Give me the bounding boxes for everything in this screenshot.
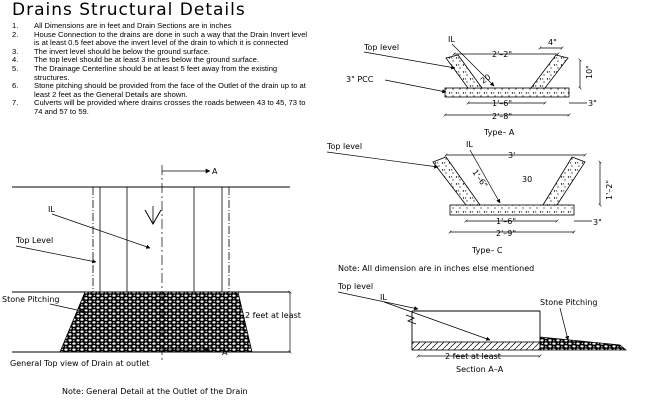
note-number: 3. bbox=[12, 46, 19, 56]
plan-stone-pitching bbox=[59, 291, 253, 353]
note-number: 5. bbox=[12, 63, 19, 73]
note-number: 4. bbox=[12, 55, 19, 65]
type-c-right-wall bbox=[542, 156, 586, 206]
plan-top-level-label: Top Level bbox=[15, 236, 53, 245]
plan-caption: General Top view of Drain at outlet bbox=[10, 359, 149, 368]
type-c-dim-total: 2'–9" bbox=[496, 229, 516, 238]
type-c-dim-top: 3' bbox=[508, 151, 515, 160]
section-top-level-leader bbox=[337, 291, 419, 311]
type-a-pcc-label: 3" PCC bbox=[346, 75, 374, 84]
section-stone-pitching-leader bbox=[559, 307, 570, 341]
note-item: 1. All Dimensions are in feet and Drain S… bbox=[12, 21, 312, 31]
plan-view: A A 2 feet at least IL Top Level Stone P… bbox=[2, 165, 301, 368]
section-caption: Section A–A bbox=[456, 365, 504, 374]
note-item: 2. House Connection to the drains are don… bbox=[12, 29, 312, 48]
inches-note: Note: All dimension are in inches else m… bbox=[338, 264, 534, 273]
note-item: 6. Stone pitching should be provided from… bbox=[12, 81, 312, 99]
type-c-caption: Type– C bbox=[471, 246, 503, 255]
type-c-dim-angle: 30 bbox=[522, 175, 532, 184]
type-c-dim-base: 1'–6" bbox=[496, 217, 516, 226]
drawing-title: Drains Structural Details bbox=[12, 0, 246, 20]
section-il-label: IL bbox=[380, 293, 387, 302]
section-dim-2feet: 2 feet at least bbox=[445, 352, 501, 361]
note-number: 2. bbox=[12, 29, 19, 39]
note-item: 5. The Drainage Centerline should be at l… bbox=[12, 63, 312, 82]
type-a-caption: Type– A bbox=[483, 128, 515, 137]
type-a-section: 2'–2" 4" 10" 20 1'–6" 3" 2'–8" Top level… bbox=[346, 35, 597, 137]
note-item: 7. Culverts will be provided where drains… bbox=[12, 99, 312, 116]
plan-stone-pitching-leader bbox=[49, 303, 87, 314]
type-a-il-leader bbox=[451, 43, 495, 87]
type-a-dim-10in: 10" bbox=[585, 65, 594, 79]
type-a-il-label: IL bbox=[448, 35, 455, 44]
type-c-left-wall bbox=[432, 156, 481, 206]
section-stone-pitching-label: Stone Pitching bbox=[540, 298, 598, 307]
section-label-top: A bbox=[212, 167, 218, 176]
type-c-top-level-label: Top level bbox=[326, 142, 362, 151]
type-a-dim-base: 1'–6" bbox=[492, 99, 512, 108]
note-text: House Connection to the drains are done … bbox=[34, 29, 308, 48]
note-item: 3. The invert level should be below the g… bbox=[12, 46, 312, 57]
section-label-bottom: A bbox=[222, 348, 228, 357]
note-number: 1. bbox=[12, 21, 19, 30]
type-c-base-slab bbox=[449, 204, 575, 216]
footer-note: Note: General Detail at the Outlet of th… bbox=[62, 387, 248, 396]
type-c-il-label: IL bbox=[466, 140, 473, 149]
plan-dim-2feet: 2 feet at least bbox=[245, 311, 301, 320]
type-a-dim-top: 2'–2" bbox=[492, 50, 512, 59]
type-a-dim-total: 2'–8" bbox=[492, 112, 512, 121]
type-c-il-leader bbox=[469, 149, 501, 204]
plan-top-level-leader bbox=[15, 245, 97, 264]
type-c-section: 3' 1'–6" 30 1'–2" 1'–6" 3" 2'–9" Top lev… bbox=[326, 140, 614, 255]
section-a-a: 2 feet at least Top level IL Stone Pitch… bbox=[337, 282, 627, 374]
type-a-dim-3in: 3" bbox=[588, 99, 597, 108]
note-item: 4. The top level should be at least 3 inc… bbox=[12, 56, 312, 65]
type-a-dim-4in: 4" bbox=[548, 38, 557, 47]
note-text: All Dimensions are in feet and Drain Sec… bbox=[34, 21, 232, 30]
plan-il-label: IL bbox=[48, 205, 55, 214]
note-number: 6. bbox=[12, 81, 19, 91]
type-a-top-level-leader bbox=[363, 51, 456, 70]
type-c-dim-height: 1'–2" bbox=[605, 180, 614, 200]
type-a-right-wall bbox=[530, 54, 569, 89]
note-text: Culverts will be provided where drains c… bbox=[34, 98, 306, 116]
section-stone-pitching bbox=[539, 336, 627, 351]
type-a-top-level-label: Top level bbox=[363, 43, 399, 52]
plan-stone-pitching-label: Stone Pitching bbox=[2, 295, 60, 304]
note-text: The top level should be at least 3 inche… bbox=[34, 55, 260, 65]
break-line-icon bbox=[405, 314, 417, 325]
section-base-slab bbox=[411, 341, 541, 351]
type-a-pcc-leader bbox=[384, 79, 447, 94]
note-text: The Drainage Centerline should be at lea… bbox=[34, 63, 278, 82]
general-notes-list: 1. All Dimensions are in feet and Drain S… bbox=[12, 21, 312, 117]
type-a-left-wall bbox=[445, 54, 483, 89]
type-c-dim-3in: 3" bbox=[593, 218, 602, 227]
section-top-level-label: Top level bbox=[337, 282, 373, 291]
type-c-top-level-leader bbox=[326, 151, 439, 169]
plan-il-leader bbox=[51, 213, 151, 249]
type-a-dim-angle: 20 bbox=[479, 72, 493, 85]
note-number: 7. bbox=[12, 98, 19, 108]
note-text: Stone pitching should be provided from t… bbox=[34, 81, 306, 99]
type-a-pcc-slab bbox=[444, 87, 570, 98]
section-il-leader bbox=[383, 301, 491, 341]
note-text: The invert level should be below the gro… bbox=[34, 46, 211, 56]
